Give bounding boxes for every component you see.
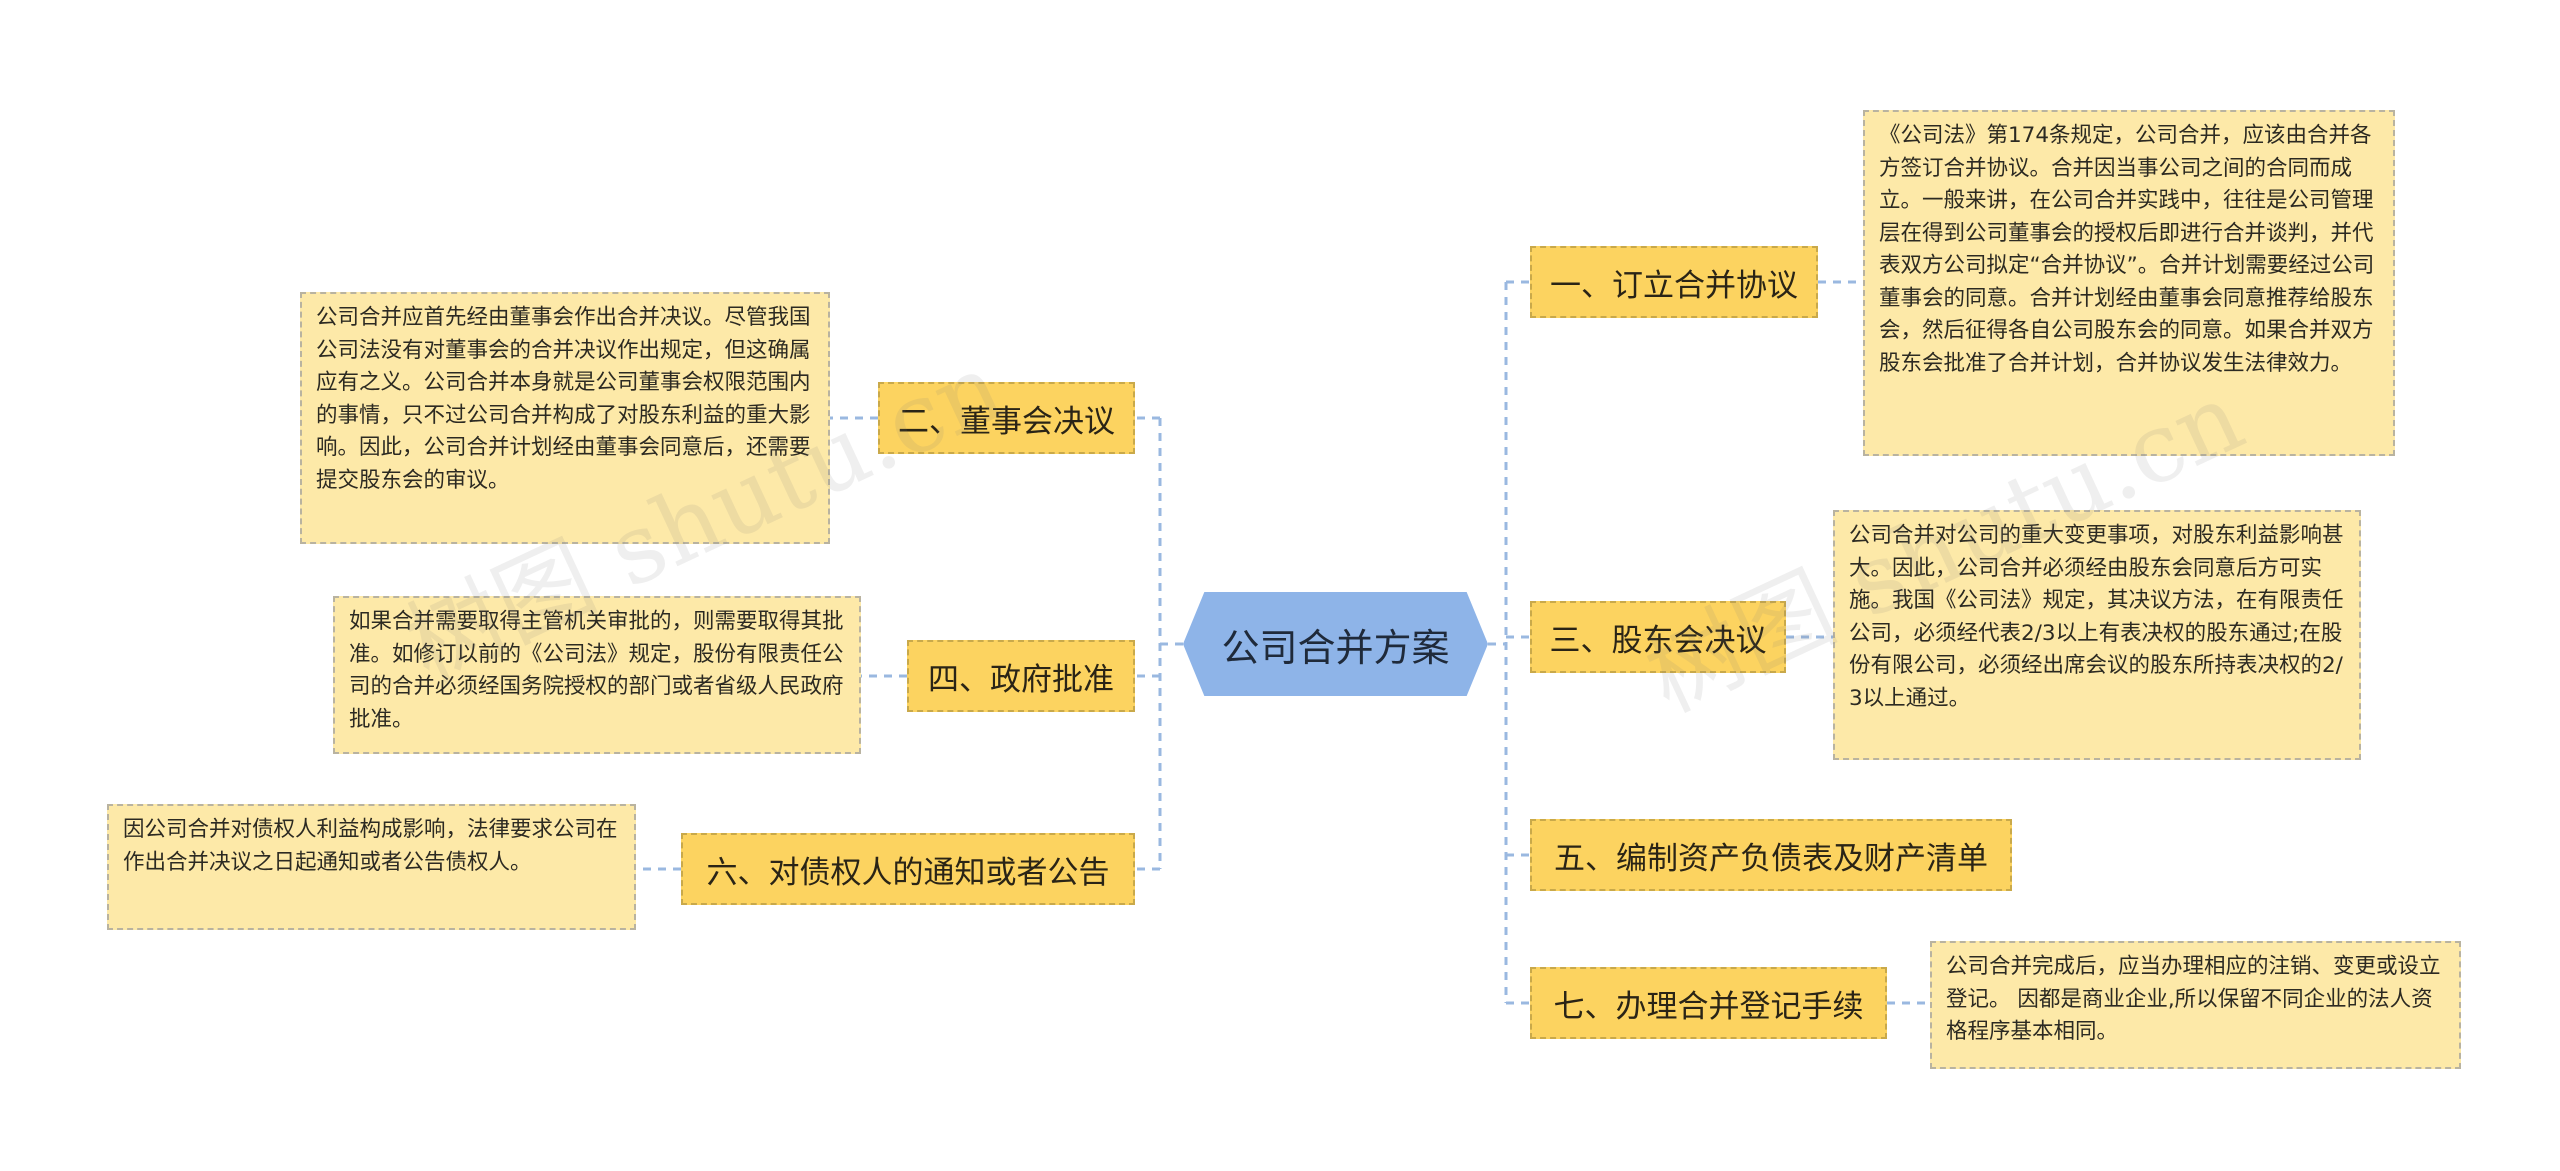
branch-balance-sheet-inventory[interactable]: 五、编制资产负债表及财产清单 <box>1530 819 2012 891</box>
branch-sign-merger-agreement[interactable]: 一、订立合并协议 <box>1530 246 1818 318</box>
center-topic[interactable]: 公司合并方案 <box>1183 592 1488 696</box>
connector-right-trunk <box>1488 282 1508 1003</box>
branch-board-resolution[interactable]: 二、董事会决议 <box>878 382 1135 454</box>
note-board-resolution: 公司合并应首先经由董事会作出合并决议。尽管我国公司法没有对董事会的合并决议作出规… <box>300 292 830 544</box>
connector-left-trunk <box>1158 418 1183 869</box>
branch-creditor-notice[interactable]: 六、对债权人的通知或者公告 <box>681 833 1135 905</box>
note-creditor-notice: 因公司合并对债权人利益构成影响，法律要求公司在作出合并决议之日起通知或者公告债权… <box>107 804 636 930</box>
note-government-approval: 如果合并需要取得主管机关审批的，则需要取得其批准。如修订以前的《公司法》规定，股… <box>333 596 861 754</box>
branch-government-approval[interactable]: 四、政府批准 <box>907 640 1135 712</box>
branch-shareholders-resolution[interactable]: 三、股东会决议 <box>1530 601 1786 673</box>
note-sign-merger-agreement: 《公司法》第174条规定，公司合并，应该由合并各方签订合并协议。合并因当事公司之… <box>1863 110 2395 456</box>
branch-merger-registration[interactable]: 七、办理合并登记手续 <box>1530 967 1887 1039</box>
note-shareholders-resolution: 公司合并对公司的重大变更事项，对股东利益影响甚大。因此，公司合并必须经由股东会同… <box>1833 510 2361 760</box>
note-merger-registration: 公司合并完成后，应当办理相应的注销、变更或设立登记。 因都是商业企业,所以保留不… <box>1930 941 2461 1069</box>
